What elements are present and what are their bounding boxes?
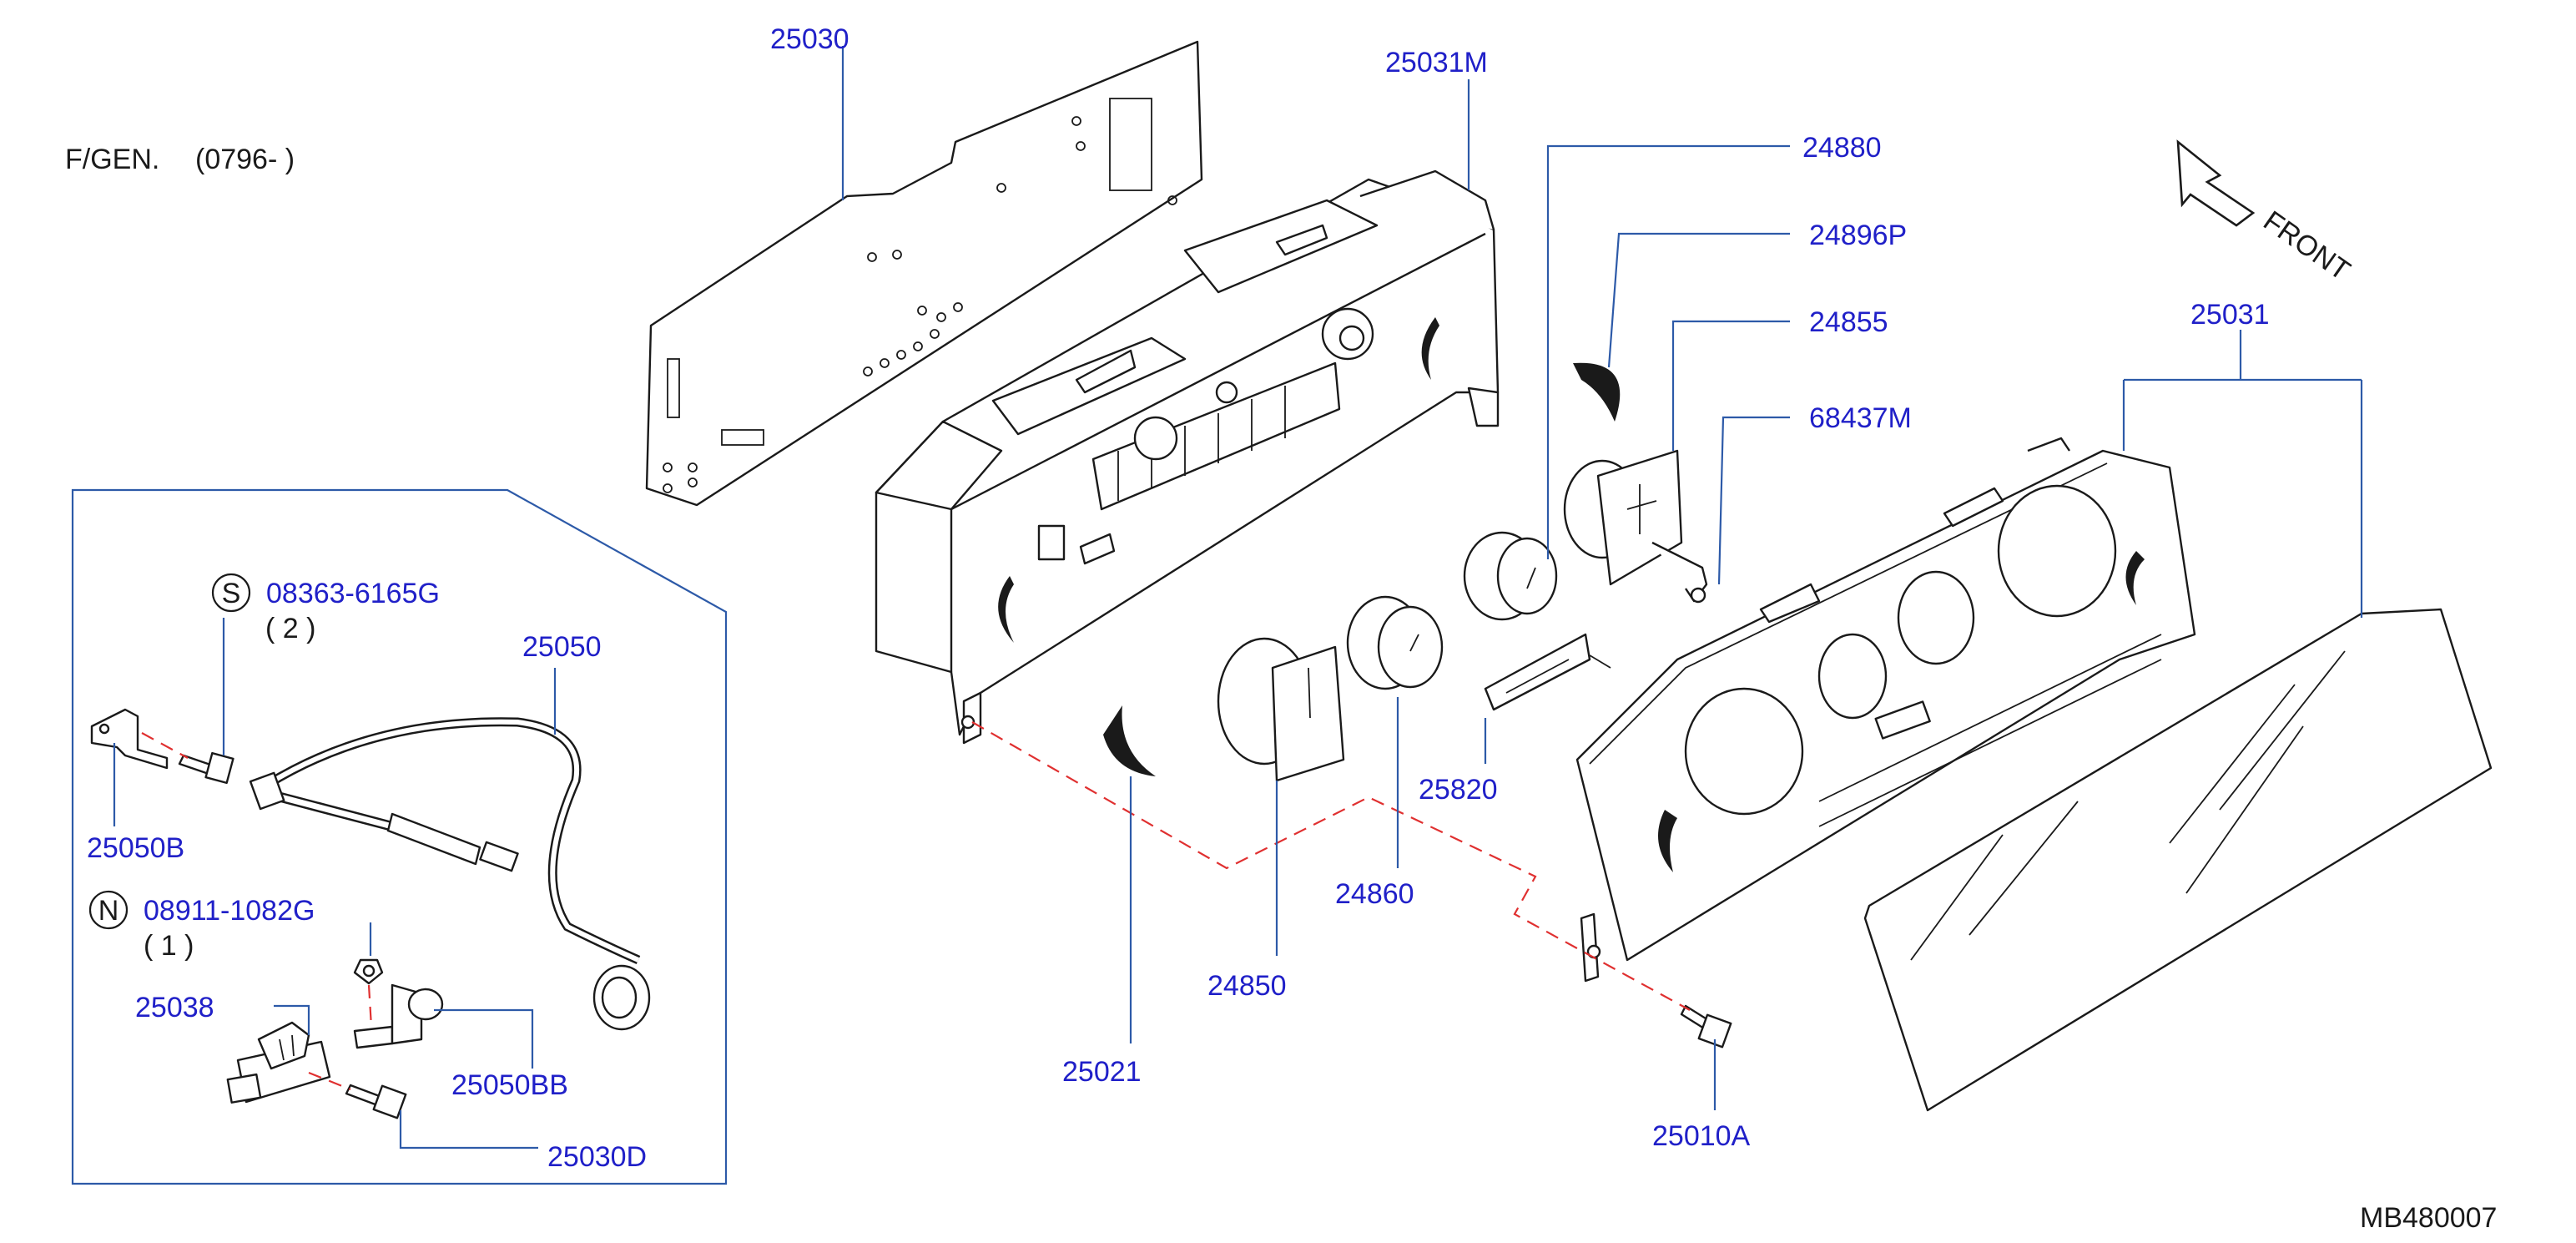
circuit-board-illustration [645,40,1203,507]
fastener-n-letter: N [98,895,119,927]
bracket-25050b-illustration [90,708,169,770]
part-label-24855[interactable]: 24855 [1809,306,1888,338]
bracket-25820-illustration [1484,633,1611,711]
part-label-25031M[interactable]: 25031M [1385,47,1488,78]
leader-lines [841,46,2363,1110]
bracket-25050bb-illustration [353,983,444,1049]
nut-n-illustration [353,958,384,985]
gauge-24855-illustration [1563,449,1708,603]
speedometer-cable-illustration [249,717,651,1031]
inset-dashed-line-a [141,732,189,759]
part-label-24860[interactable]: 24860 [1335,878,1414,910]
bolt-25010a-illustration [1680,1004,1732,1048]
bulb-68437m-illustration [1690,587,1706,604]
part-label-08363-6165G[interactable]: 08363-6165G [266,578,440,609]
detail-inset: S 08363-6165G ( 2 ) N 08911-1082G ( 1 ) [71,488,728,1185]
meter-housing-illustration [875,169,1500,745]
inset-frame [71,488,728,1185]
sensor-25038-illustration [226,1021,331,1104]
part-label-25010A[interactable]: 25010A [1652,1120,1751,1152]
indicator-lens-24896p-illustration [1573,362,1621,422]
meter-24860-illustration [1346,595,1444,690]
part-label-25050B[interactable]: 25050B [87,832,184,864]
part-label-25038[interactable]: 25038 [135,992,214,1023]
fastener-s-qty: ( 2 ) [265,613,315,644]
part-label-25050BB[interactable]: 25050BB [451,1069,568,1101]
meter-24850-illustration [1217,637,1345,782]
diagram-id: MB480007 [2360,1202,2497,1234]
part-label-25030[interactable]: 25030 [770,23,849,55]
meter-panel-illustration [1575,437,2196,983]
front-direction-arrow: FRONT [2176,139,2356,287]
part-label-68437M[interactable]: 68437M [1809,402,1912,434]
part-label-24850[interactable]: 24850 [1207,970,1287,1002]
alignment-dashed-line [971,721,1691,1011]
part-label-08911-1082G[interactable]: 08911-1082G [144,895,315,927]
indicator-lens-25021-illustration [1103,705,1156,776]
fastener-s-symbol [211,573,251,613]
fastener-n-qty: ( 1 ) [144,930,194,962]
fastener-n-symbol [88,890,129,930]
part-label-25050[interactable]: 25050 [522,631,602,663]
part-label-25031[interactable]: 25031 [2190,299,2270,331]
inset-dashed-line-b [367,984,373,1028]
part-label-25021[interactable]: 25021 [1062,1056,1142,1088]
part-label-24896P[interactable]: 24896P [1809,220,1907,251]
bolt-25030d-illustration [345,1084,407,1119]
part-label-25030D[interactable]: 25030D [547,1141,647,1173]
applicability-label: F/GEN. [65,144,159,175]
part-label-25820[interactable]: 25820 [1419,774,1498,806]
period-label: (0796- ) [195,144,295,175]
fastener-s-letter: S [222,578,241,609]
screw-s-illustration [178,751,234,785]
front-label: FRONT [2257,205,2356,286]
part-label-24880[interactable]: 24880 [1802,132,1882,164]
gauge-24880-illustration [1463,531,1558,621]
inset-dashed-line-c [308,1071,351,1091]
